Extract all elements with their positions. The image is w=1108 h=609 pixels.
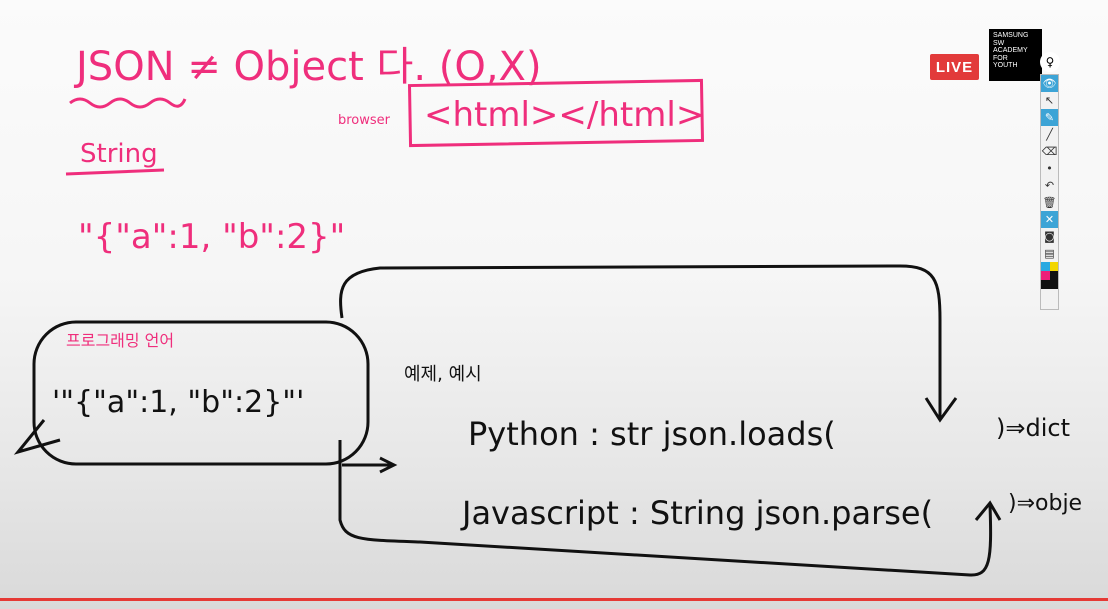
python-row: Python : str json.loads( [468, 415, 836, 453]
js-row: Javascript : String json.parse( [460, 494, 933, 532]
bubble-tail [13, 419, 61, 455]
label-programming: 프로그래밍 언어 [66, 331, 174, 350]
bubble-text: '"{"a":1, "b":2}"' [52, 385, 304, 420]
color-swatch[interactable] [1049, 262, 1058, 271]
eraser-icon[interactable]: ⌫ [1041, 145, 1058, 158]
html-box-text: <html></html> [424, 95, 704, 135]
json-string: "{"a":1, "b":2}" [78, 217, 345, 257]
label-string: String [80, 139, 158, 169]
arrow-right [342, 456, 398, 474]
drawing-toolbar: 👁 ↖ ✎ ╱ ⌫ • ↶ 🗑 ✕ ◙ ▤ [1040, 74, 1059, 310]
close-icon[interactable]: ✕ [1041, 211, 1058, 228]
color-swatch[interactable] [1041, 262, 1050, 271]
logo-line: SW [993, 39, 1005, 47]
clipboard-icon[interactable]: ▤ [1044, 247, 1055, 260]
video-progress-bar[interactable] [0, 598, 1108, 601]
pointer-icon[interactable]: ↖ [1044, 94, 1055, 107]
logo-line: SAMSUNG [993, 32, 1029, 39]
eye-icon[interactable]: 👁 [1041, 75, 1058, 92]
live-badge: LIVE [930, 54, 979, 80]
color-palette [1041, 262, 1058, 289]
trash-icon[interactable]: 🗑 [1042, 196, 1057, 209]
title-underline [69, 97, 187, 109]
color-swatch[interactable] [1041, 271, 1050, 280]
lightbulb-icon: ♀ [1040, 52, 1060, 72]
caption: 예제, 예시 [404, 364, 482, 385]
color-swatch[interactable] [1049, 271, 1058, 280]
arrow-parse [338, 440, 993, 577]
pen-icon[interactable]: ✎ [1041, 109, 1058, 126]
js-row-end: )⇒obje [1008, 491, 1082, 516]
logo-line: FOR [993, 54, 1008, 62]
board-title: JSON ≠ Object 다. (O,X) [73, 44, 542, 90]
string-underline [65, 168, 165, 176]
speech-bubble [32, 320, 370, 466]
arrow-loads [339, 264, 942, 420]
dot-icon[interactable]: • [1046, 162, 1053, 175]
arrow-loads-head [924, 397, 958, 423]
logo-line: YOUTH [993, 62, 1018, 69]
color-swatch[interactable] [1049, 280, 1058, 289]
html-box [407, 78, 705, 148]
camera-icon[interactable]: ◙ [1044, 230, 1055, 243]
color-swatch[interactable] [1041, 280, 1050, 289]
arrow-parse-head [974, 500, 1002, 521]
line-icon[interactable]: ╱ [1046, 128, 1053, 141]
undo-icon[interactable]: ↶ [1044, 179, 1055, 192]
logo-line: ACADEMY [993, 47, 1028, 54]
python-row-end: )⇒dict [996, 414, 1070, 442]
browser-note: browser [338, 113, 391, 128]
